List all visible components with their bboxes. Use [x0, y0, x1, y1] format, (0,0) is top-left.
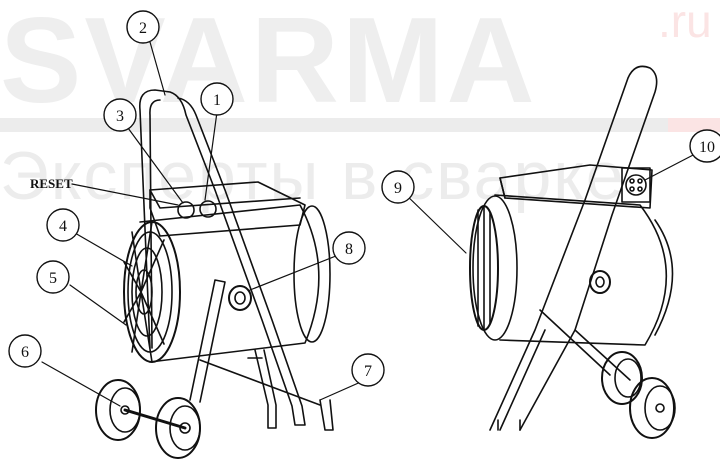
watermark-slogan: Эксперты в сварке — [0, 138, 626, 214]
watermark-bar-accent — [668, 118, 720, 132]
callout-6-bubble — [8, 334, 42, 368]
left-heater — [95, 89, 334, 459]
callout-2-label: 2 — [139, 20, 147, 37]
callout-4-bubble — [46, 208, 80, 242]
callout-6-label: 6 — [21, 344, 29, 361]
right-cylinder-body — [494, 194, 668, 346]
callout-1-bubble — [200, 82, 234, 116]
left-wheel-rear — [95, 379, 141, 441]
callout-8-label: 8 — [345, 241, 353, 258]
callout-10-bubble — [689, 129, 720, 163]
callout-1-label: 1 — [213, 92, 221, 109]
callout-10-label: 10 — [699, 139, 715, 156]
right-fan-grille — [469, 205, 674, 336]
watermark-tld: .ru — [658, 0, 712, 47]
right-wheel-front — [629, 377, 676, 439]
right-heater — [469, 65, 676, 439]
right-rear-cap — [472, 195, 518, 341]
watermark-bar — [0, 118, 668, 132]
left-power-switch — [199, 200, 217, 218]
callout-3-label: 3 — [116, 108, 124, 125]
left-wheel-front — [155, 397, 201, 459]
left-front-leg — [189, 279, 226, 403]
callout-bubbles — [8, 10, 720, 387]
right-handle-frame — [489, 65, 658, 431]
right-power-socket — [621, 167, 651, 203]
callout-5-bubble — [36, 260, 70, 294]
left-thermostat-knob — [228, 285, 252, 311]
left-reset-switch — [177, 201, 195, 219]
callout-9-label: 9 — [394, 180, 402, 197]
callout-3-bubble — [103, 98, 137, 132]
callout-5-label: 5 — [49, 270, 57, 287]
callout-numbers: 1 2 3 4 5 6 7 8 9 10 — [21, 20, 715, 380]
callout-4-label: 4 — [59, 218, 67, 235]
reset-label: RESET — [30, 176, 73, 191]
callout-2-bubble — [126, 10, 160, 44]
callout-7-bubble — [351, 353, 385, 387]
right-wheel-rear — [601, 351, 643, 405]
left-rear-cap — [293, 205, 331, 343]
right-thermostat-knob — [589, 270, 611, 294]
leader-lines — [41, 41, 698, 407]
left-rear-leg — [254, 349, 277, 429]
callout-8-bubble — [332, 231, 366, 265]
callout-7-label: 7 — [364, 363, 372, 380]
watermark-brand: SVARMA — [0, 0, 538, 128]
left-handle-frame — [138, 89, 306, 426]
callout-9-bubble — [381, 170, 415, 204]
